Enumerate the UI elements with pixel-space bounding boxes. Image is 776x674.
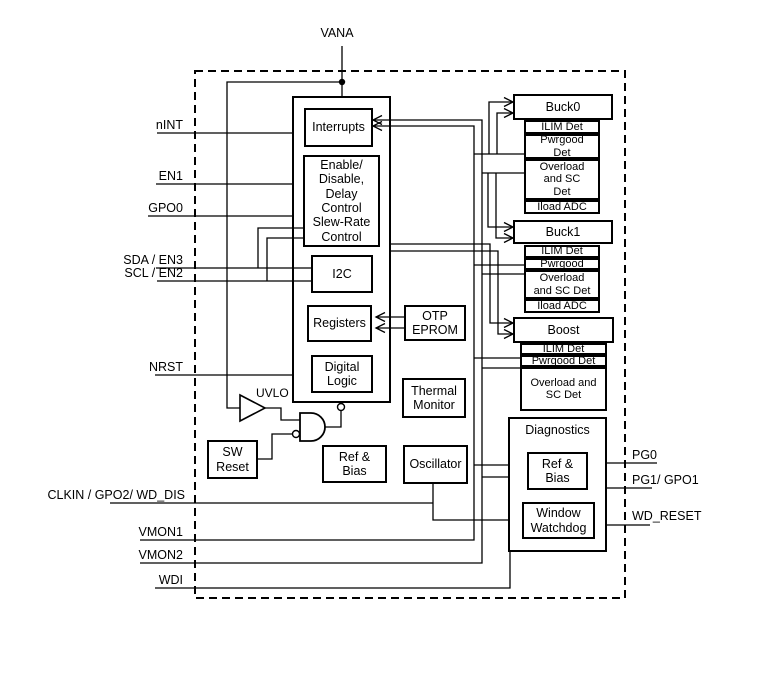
diagnostics-block bbox=[508, 417, 607, 552]
pin-label-clkin-gpo2-wddis: CLKIN / GPO2/ WD_DIS bbox=[47, 488, 185, 502]
digital-logic-block: Digital Logic bbox=[311, 355, 373, 393]
wire-buck0-en1 bbox=[488, 96, 515, 154]
wire-buck1-en1 bbox=[487, 173, 515, 233]
wire-sda-riser bbox=[257, 227, 304, 268]
pin-label-scl-en2: SCL / EN2 bbox=[124, 266, 183, 280]
and-gate bbox=[299, 412, 326, 442]
junction-dot bbox=[338, 78, 346, 86]
wire-boost-en2 bbox=[390, 250, 515, 340]
wire-wdi bbox=[155, 552, 511, 589]
diagnostics-title: Diagnostics bbox=[525, 423, 590, 437]
pin-label-pg0: PG0 bbox=[632, 448, 658, 462]
pin-label-wd-reset: WD_RESET bbox=[632, 509, 702, 523]
ref-bias-block: Ref & Bias bbox=[322, 445, 387, 483]
pin-label-vmon1: VMON1 bbox=[138, 525, 183, 539]
wire-vana-uvlo bbox=[226, 81, 342, 409]
buck1-ilim-det: ILIM Det bbox=[524, 245, 600, 258]
buck1-overload-sc-det: Overload and SC Det bbox=[524, 270, 600, 299]
wire-buck0-en2 bbox=[496, 107, 515, 154]
uvlo-buffer-symbol bbox=[239, 393, 267, 423]
wire-buck1-en2 bbox=[495, 173, 515, 244]
buck0-block: Buck0 bbox=[513, 94, 613, 120]
registers-block: Registers bbox=[307, 305, 372, 342]
buck1-pwrgood: Pwrgood bbox=[524, 258, 600, 270]
boost-pwrgood-det: Pwrgood Det bbox=[520, 355, 607, 367]
pin-label-gpo0: GPO0 bbox=[148, 201, 183, 215]
buck0-overload-sc-det: Overload and SC Det bbox=[524, 159, 600, 200]
wire-osc-diag bbox=[432, 483, 508, 521]
pin-label-nrst: NRST bbox=[148, 360, 183, 374]
pin-label-en1: EN1 bbox=[158, 169, 183, 183]
gate-output-bubble bbox=[336, 402, 346, 412]
oscillator-block: Oscillator bbox=[403, 445, 468, 484]
buck1-block: Buck1 bbox=[513, 220, 613, 244]
wire-vmon2 bbox=[140, 114, 483, 564]
buck0-pwrgood-det: Pwrgood Det bbox=[524, 134, 600, 159]
pin-label-pg1-gpo1: PG1/ GPO1 bbox=[632, 473, 699, 487]
thermal-monitor-block: Thermal Monitor bbox=[402, 378, 466, 418]
wires-group bbox=[110, 46, 657, 589]
diagnostics-ref-bias-block: Ref & Bias bbox=[527, 452, 588, 490]
gate-input-bubble bbox=[291, 429, 301, 439]
wire-uvlo-gate bbox=[265, 407, 300, 421]
otp-eprom-block: OTP EPROM bbox=[404, 305, 466, 341]
wire-boost-en1 bbox=[390, 243, 515, 329]
window-watchdog-block: Window Watchdog bbox=[522, 502, 595, 539]
pin-label-sda-en3: SDA / EN3 bbox=[123, 253, 183, 267]
buck0-ilim-det: ILIM Det bbox=[524, 120, 600, 134]
pin-label-nint: nINT bbox=[155, 118, 183, 132]
control-core-block bbox=[292, 96, 391, 403]
i2c-block: I2C bbox=[311, 255, 373, 293]
wire-gate-out bbox=[324, 411, 342, 428]
buck1-iload-adc: Iload ADC bbox=[524, 299, 600, 313]
wire-vmon1 bbox=[140, 120, 475, 541]
pin-label-wdi: WDI bbox=[158, 573, 183, 587]
wire-scl-riser bbox=[266, 237, 304, 281]
boost-overload-sc-det: Overload and SC Det bbox=[520, 367, 607, 411]
sw-reset-block: SW Reset bbox=[207, 440, 258, 479]
boost-ilim-det: ILIM Det bbox=[520, 343, 607, 355]
enable-disable-block: Enable/ Disable, Delay Control Slew-Rate… bbox=[303, 155, 380, 247]
chip-boundary bbox=[194, 70, 626, 599]
pin-label-vana: VANA bbox=[320, 26, 354, 40]
buck0-iload-adc: Iload ADC bbox=[524, 200, 600, 214]
wire-swreset-gate bbox=[257, 433, 292, 460]
pin-label-vmon2: VMON2 bbox=[138, 548, 183, 562]
interrupts-block: Interrupts bbox=[304, 108, 373, 147]
boost-block: Boost bbox=[513, 317, 614, 343]
uvlo-label: UVLO bbox=[256, 386, 289, 400]
